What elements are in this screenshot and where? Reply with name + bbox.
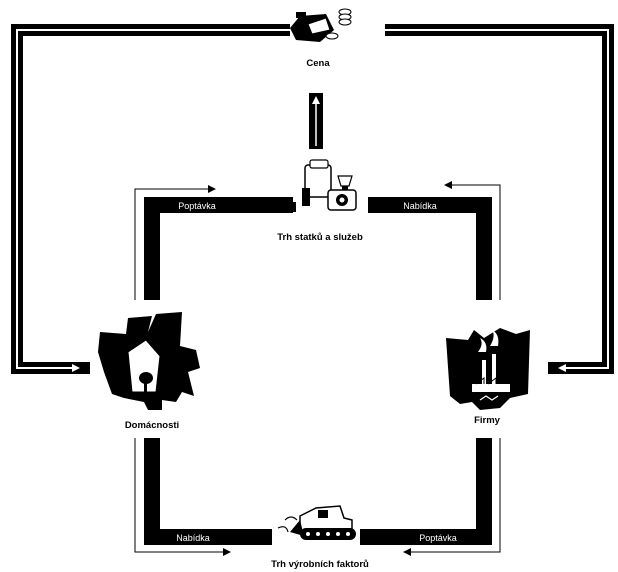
coins-banknotes-icon: [290, 9, 351, 42]
factor-demand-label: Poptávka: [419, 533, 457, 543]
goods-demand-label: Poptávka: [178, 201, 216, 211]
bulldozer-icon: [278, 506, 356, 540]
factory-icon: [446, 328, 530, 410]
goods-supply-label: Nabídka: [403, 201, 437, 211]
goods-market-label: Trh statků a služeb: [277, 232, 363, 243]
appliances-camera-icon: [288, 160, 356, 212]
households-label: Domácnosti: [125, 420, 179, 431]
goods-to-price-arrow: [309, 93, 323, 149]
house-tree-icon: [98, 312, 200, 410]
factor-market-label: Trh výrobních faktorů: [271, 559, 369, 570]
firms-label: Firmy: [474, 415, 501, 426]
price-label: Cena: [306, 58, 330, 69]
factor-supply-label: Nabídka: [176, 533, 210, 543]
